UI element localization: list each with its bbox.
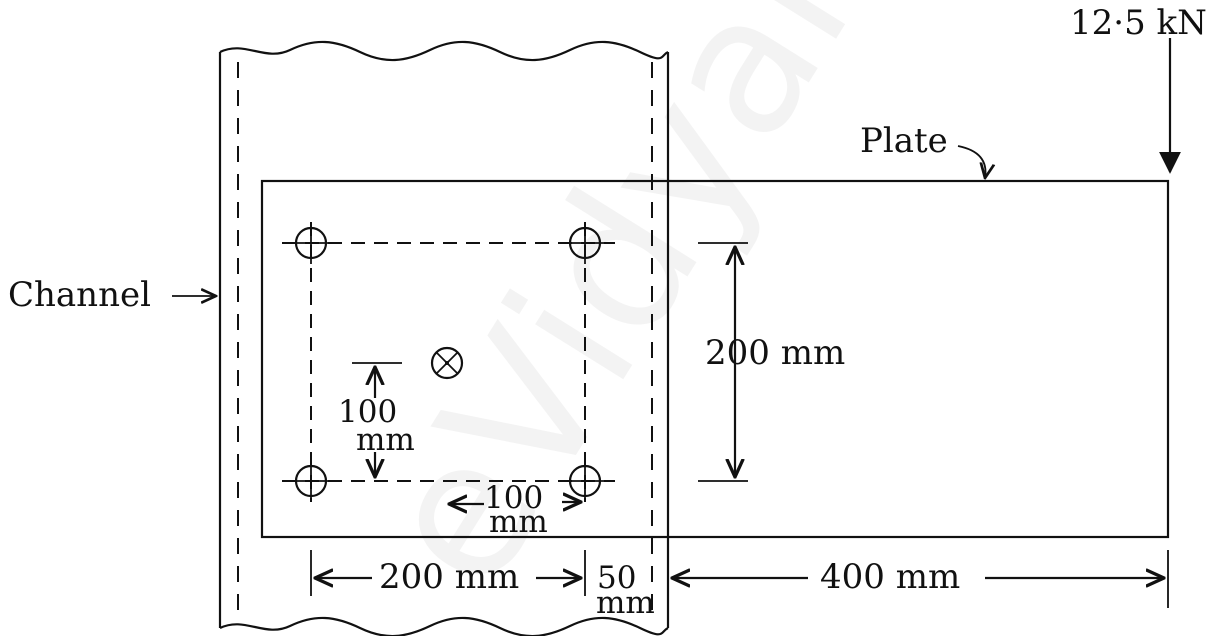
- edge-distance-unit: mm: [596, 585, 655, 621]
- bolt-offset-value: 100: [484, 480, 543, 516]
- horizontal-spacing-label: 200 mm: [379, 557, 519, 597]
- bottom-dimension-chain: [310, 550, 1169, 608]
- bolt-offset-dimension: [449, 502, 581, 504]
- plate-pointer-arrow: [957, 145, 986, 178]
- channel-label: Channel: [8, 275, 151, 315]
- centroid-offset-unit: mm: [356, 422, 415, 458]
- channel-section: [218, 40, 670, 638]
- bolt-hole-icon: [290, 460, 332, 502]
- bolt-hole-icon: [564, 222, 606, 264]
- bolt-hole-icon: [290, 222, 332, 264]
- watermark-text: eVidyarthi: [336, 0, 1038, 624]
- centroid-icon: [430, 346, 464, 380]
- channel-top-break: [219, 40, 669, 62]
- bolt-group: [282, 222, 615, 502]
- eccentricity-label: 400 mm: [820, 557, 960, 597]
- plate-outline: [260, 179, 1170, 539]
- plate-label: Plate: [860, 121, 948, 161]
- load-label: 12·5 kN: [1070, 3, 1207, 43]
- vertical-spacing-label: 200 mm: [705, 333, 845, 373]
- bolt-hole-icon: [564, 460, 606, 502]
- vertical-spacing-dimension: [698, 242, 748, 482]
- channel-bottom-break: [219, 616, 669, 638]
- centroid-offset-value: 100: [338, 394, 397, 430]
- bolt-offset-unit: mm: [489, 504, 548, 540]
- centroid-offset-dimension: [352, 362, 402, 477]
- edge-distance-value: 50: [597, 560, 636, 596]
